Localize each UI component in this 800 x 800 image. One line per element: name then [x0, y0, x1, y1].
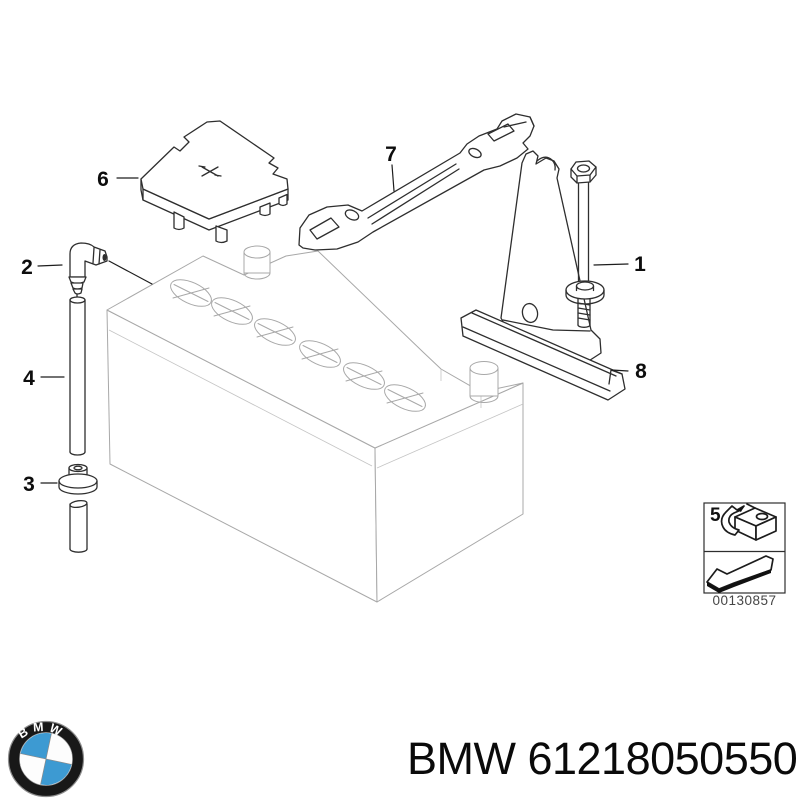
callout-label-7: 7 [385, 143, 397, 166]
callout-label-2: 2 [21, 256, 33, 279]
battery-illustration [106, 245, 524, 603]
vent-tube-lower [69, 499, 88, 553]
callout-label-6: 6 [97, 168, 109, 191]
battery-cell-caps [170, 279, 426, 412]
callouts: 6 2 4 3 7 1 8 [21, 143, 647, 496]
bmw-quadrant-blue-se [40, 759, 72, 785]
part-number-title: BMW 61218050550 [407, 733, 797, 784]
cover-part-6 [140, 120, 289, 244]
cover-center-mark [198, 165, 222, 177]
direction-arrow-icon [706, 555, 774, 593]
callout-leader-1 [593, 263, 629, 266]
bmw-logo-quadrants [20, 733, 72, 785]
bracket-base-part-8 [460, 309, 626, 401]
callout-label-3: 3 [23, 473, 35, 496]
callout-leader-7 [391, 164, 395, 192]
callout-label-4: 4 [23, 367, 35, 390]
bracket-part-8-upright [500, 150, 602, 365]
callout-label-1: 1 [634, 253, 646, 276]
vent-elbow-part-2 [68, 242, 108, 299]
battery-terminal-front [469, 361, 499, 403]
footer: BMW BMW 61218050550 [7, 720, 798, 798]
legend-inset-border [703, 502, 786, 594]
grommet-part-3 [58, 463, 98, 495]
battery-terminal-rear [243, 245, 271, 280]
bmw-logo: BMW [7, 720, 85, 798]
vent-tube-part-4 [69, 296, 86, 456]
cover-feet [173, 193, 288, 244]
callout-leader-8 [611, 369, 629, 372]
callout-leader-2 [37, 264, 63, 267]
bmw-quadrant-blue-nw [20, 733, 52, 759]
inset-part-label-5: 5 [710, 505, 721, 526]
terminal-clamp-icon [720, 503, 777, 541]
legend-image-code: 00130857 [712, 593, 776, 608]
bolt-part-1 [565, 160, 605, 328]
holddown-strap-part-7 [298, 113, 535, 251]
legend-inset: 5 00130857 [703, 502, 786, 608]
pointer-line-elbow-to-battery [108, 260, 153, 285]
callout-label-8: 8 [635, 360, 647, 383]
